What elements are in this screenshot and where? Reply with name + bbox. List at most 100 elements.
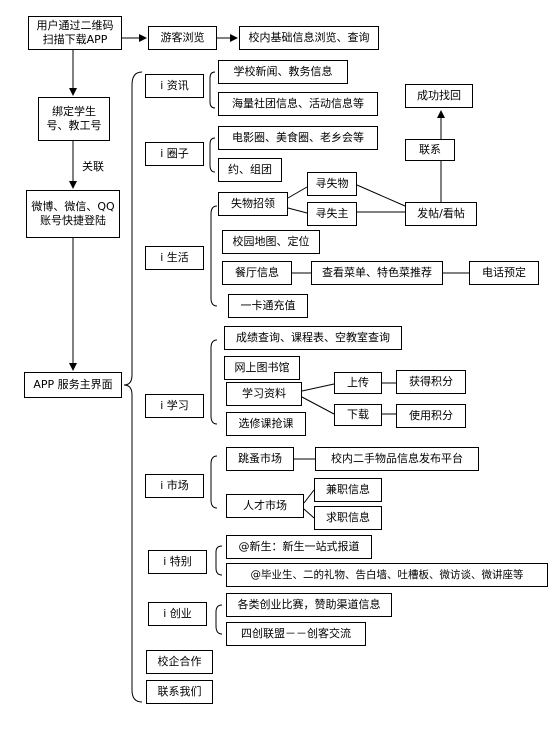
- node-materials-label: 学习资料: [242, 387, 286, 400]
- category-study-label: i 学习: [160, 399, 189, 412]
- node-find-owner: 寻失主: [307, 202, 357, 226]
- node-card: 一卡通充值: [228, 294, 308, 318]
- node-campus-map: 校园地图、定位: [222, 230, 320, 254]
- node-canteen-label: 餐厅信息: [235, 266, 279, 279]
- node-talent-label: 人才市场: [243, 499, 287, 512]
- node-news-1: 学校新闻、教务信息: [218, 60, 348, 84]
- category-circle: i 圈子: [145, 142, 204, 166]
- node-contests-label: 各类创业比赛，赞助渠道信息: [237, 598, 381, 611]
- node-library: 网上图书馆: [224, 356, 300, 380]
- node-course-select-label: 选修课抢课: [238, 417, 294, 430]
- node-freshman: @新生：新生一站式报道: [226, 535, 372, 559]
- brace-market: [210, 455, 218, 509]
- category-study: i 学习: [145, 394, 204, 418]
- node-upload-label: 上传: [347, 376, 369, 389]
- node-reserve-label: 电话预定: [482, 266, 526, 279]
- category-news: i 资讯: [145, 74, 204, 98]
- node-get-points: 获得积分: [396, 370, 466, 394]
- node-download-label: 用户通过二维码扫描下载APP: [36, 19, 114, 46]
- category-news-label: i 资讯: [160, 79, 189, 92]
- node-find-owner-label: 寻失主: [315, 207, 349, 220]
- node-circle-1: 电影圈、美食圈、老乡会等: [218, 126, 378, 150]
- edge-finditem-post: [356, 184, 406, 207]
- node-talent: 人才市场: [226, 494, 304, 518]
- node-get-points-label: 获得积分: [409, 375, 453, 388]
- edge-talent-parttime: [303, 489, 315, 504]
- node-visitor-label: 游客浏览: [160, 31, 205, 44]
- node-contact-label: 联系: [419, 143, 441, 156]
- node-use-points-label: 使用积分: [409, 409, 453, 422]
- node-main-ui: APP 服务主界面: [24, 372, 122, 398]
- node-found-back-label: 成功找回: [417, 89, 461, 102]
- brace-news: [209, 71, 216, 109]
- node-part-time: 兼职信息: [314, 478, 382, 502]
- category-startup: i 创业: [148, 602, 207, 626]
- node-circle-2-label: 约、组团: [228, 163, 272, 176]
- node-found-back: 成功找回: [405, 84, 473, 108]
- node-canteen: 餐厅信息: [222, 261, 292, 285]
- category-life: i 生活: [145, 246, 204, 270]
- edge-talent-jobseek: [303, 508, 315, 519]
- node-lost-found: 失物招领: [218, 192, 288, 216]
- category-contact-us: 联系我们: [146, 680, 213, 704]
- category-contact-us-label: 联系我们: [157, 685, 202, 698]
- node-part-time-label: 兼职信息: [326, 483, 370, 496]
- node-alliance-label: 四创联盟－－创客交流: [241, 627, 351, 640]
- node-second-hand-label: 校内二手物品信息发布平台: [331, 452, 463, 465]
- node-job-seek: 求职信息: [314, 506, 382, 530]
- node-grades: 成绩查询、课程表、空教室查询: [224, 326, 402, 350]
- node-circle-2: 约、组团: [218, 158, 282, 182]
- node-campus-info-label: 校内基础信息浏览、查询: [248, 31, 370, 44]
- edge-lost-findowner: [287, 207, 308, 214]
- category-special-label: i 特别: [163, 555, 192, 568]
- node-materials: 学习资料: [226, 382, 302, 406]
- node-second-hand: 校内二手物品信息发布平台: [315, 447, 479, 471]
- brace-study: [210, 339, 218, 425]
- node-graduate: @毕业生、二的礼物、告白墙、吐槽板、微访谈、微讲座等: [226, 563, 548, 587]
- node-find-item: 寻失物: [307, 172, 357, 196]
- node-upload: 上传: [334, 372, 382, 394]
- node-library-label: 网上图书馆: [234, 361, 290, 374]
- edge-materials-upload: [301, 383, 335, 392]
- node-lost-found-label: 失物招领: [231, 197, 275, 210]
- category-coop-label: 校企合作: [157, 655, 202, 668]
- category-brace: [123, 71, 143, 703]
- node-visitor: 游客浏览: [148, 26, 217, 50]
- node-job-seek-label: 求职信息: [326, 511, 370, 524]
- node-download-item-label: 下载: [347, 408, 369, 421]
- node-use-points: 使用积分: [396, 404, 466, 428]
- node-news-2-label: 海量社团信息、活动信息等: [232, 97, 364, 110]
- node-freshman-label: @新生：新生一站式报道: [238, 540, 360, 553]
- node-social-login-label: 微博、微信、QQ账号快捷登陆: [31, 200, 115, 227]
- brace-circle: [209, 137, 216, 173]
- node-download-item: 下载: [334, 404, 382, 426]
- edge-materials-download: [301, 396, 335, 415]
- node-alliance: 四创联盟－－创客交流: [226, 622, 366, 646]
- node-news-2: 海量社团信息、活动信息等: [218, 92, 378, 116]
- category-market-label: i 市场: [160, 479, 189, 492]
- node-contests: 各类创业比赛，赞助渠道信息: [226, 593, 392, 617]
- node-menu-label: 查看菜单、特色菜推荐: [322, 266, 432, 279]
- node-course-select: 选修课抢课: [226, 412, 306, 436]
- node-post-label: 发帖/看帖: [417, 207, 465, 220]
- node-flea-label: 跳蚤市场: [238, 452, 282, 465]
- node-menu: 查看菜单、特色菜推荐: [311, 261, 443, 285]
- node-news-1-label: 学校新闻、教务信息: [233, 65, 333, 78]
- category-coop: 校企合作: [146, 650, 213, 674]
- node-campus-info: 校内基础信息浏览、查询: [239, 26, 379, 50]
- node-campus-map-label: 校园地图、定位: [232, 235, 310, 248]
- node-find-item-label: 寻失物: [315, 177, 349, 190]
- node-graduate-label: @毕业生、二的礼物、告白墙、吐槽板、微访谈、微讲座等: [250, 569, 524, 581]
- node-bind: 绑定学生号、教工号: [38, 97, 110, 141]
- node-bind-label: 绑定学生号、教工号: [46, 105, 102, 132]
- edge-lost-finditem: [287, 186, 308, 199]
- node-grades-label: 成绩查询、课程表、空教室查询: [236, 331, 390, 344]
- node-flea: 跳蚤市场: [226, 447, 294, 471]
- node-card-label: 一卡通充值: [240, 299, 296, 312]
- node-circle-1-label: 电影圈、美食圈、老乡会等: [232, 131, 364, 144]
- node-download: 用户通过二维码扫描下载APP: [28, 16, 122, 50]
- brace-startup: [215, 604, 223, 635]
- category-startup-label: i 创业: [163, 607, 192, 620]
